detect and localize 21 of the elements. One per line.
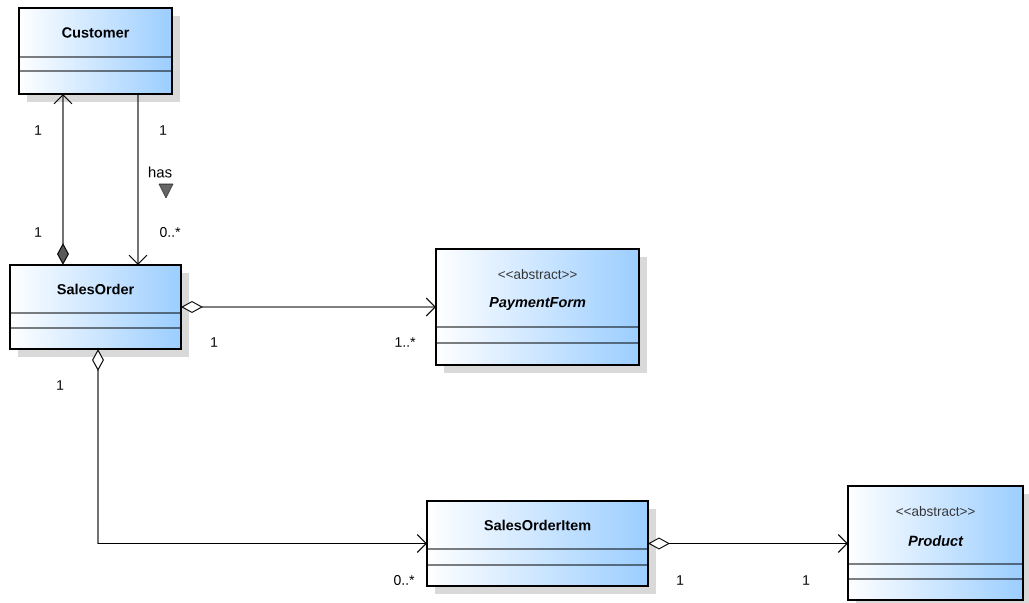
class-box: Customer	[18, 7, 180, 102]
multiplicity-label: 1	[803, 575, 810, 585]
multiplicity-label: 1	[57, 380, 64, 390]
multiplicity-label: 1	[35, 227, 42, 237]
class-box: <<abstract>> Product	[847, 485, 1029, 603]
class-box: <<abstract>> PaymentForm	[435, 248, 647, 373]
class-box: SalesOrderItem	[426, 500, 656, 594]
multiplicity-label: 1	[677, 575, 684, 585]
association-arrow	[181, 297, 436, 317]
multiplicity-label: 0..*	[160, 227, 181, 237]
multiplicity-label: 1	[211, 337, 218, 347]
class-box: SalesOrder	[9, 264, 189, 357]
association-arrow	[648, 533, 848, 554]
multiplicity-label: 0..*	[394, 575, 415, 585]
association-arrow	[92, 349, 427, 554]
association-arrow	[53, 94, 73, 265]
multiplicity-label: 1	[35, 125, 42, 135]
edge-label: has	[146, 165, 174, 179]
multiplicity-label: 1	[160, 125, 167, 135]
association-arrow	[128, 93, 148, 265]
multiplicity-label: 1..*	[395, 337, 416, 347]
